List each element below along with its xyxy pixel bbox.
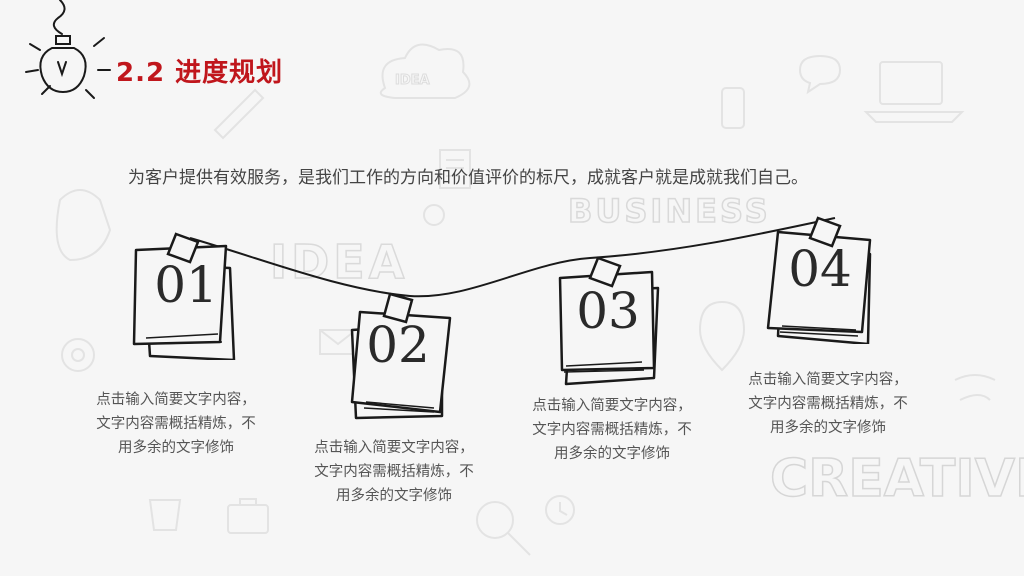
- step-number: 01: [154, 256, 218, 314]
- page-title: 2.2 进度规划: [116, 58, 284, 88]
- note-card-icon: [132, 232, 236, 362]
- step-card-04: 04: [760, 214, 880, 346]
- step-card-03: 03: [548, 256, 668, 386]
- step-number: 04: [788, 240, 852, 298]
- step-description-02: 点击输入简要文字内容，文字内容需概括精炼，不用多余的文字修饰: [314, 440, 474, 504]
- bg-word-idea-small: IDEA: [395, 73, 430, 88]
- bg-word-creative: CREATIVE: [770, 449, 1024, 509]
- note-card-icon: [766, 216, 872, 346]
- step-card-02: 02: [338, 290, 458, 420]
- note-card-icon: [558, 256, 660, 386]
- step-description-04: 点击输入简要文字内容，文字内容需概括精炼，不用多余的文字修饰: [748, 372, 908, 436]
- bg-word-idea: IDEA: [270, 235, 408, 289]
- step-card-01: 01: [126, 230, 246, 362]
- page-subtitle: 为客户提供有效服务，是我们工作的方向和价值评价的标尺，成就客户就是成就我们自己。: [128, 168, 808, 188]
- step-number: 02: [366, 316, 430, 374]
- lightbulb-icon: [25, 0, 111, 99]
- step-description-01: 点击输入简要文字内容，文字内容需概括精炼，不用多余的文字修饰: [96, 392, 256, 456]
- bg-word-business: BUSINESS: [568, 192, 771, 230]
- note-card-icon: [350, 292, 452, 420]
- step-number: 03: [576, 282, 640, 340]
- step-description-03: 点击输入简要文字内容，文字内容需概括精炼，不用多余的文字修饰: [532, 398, 692, 462]
